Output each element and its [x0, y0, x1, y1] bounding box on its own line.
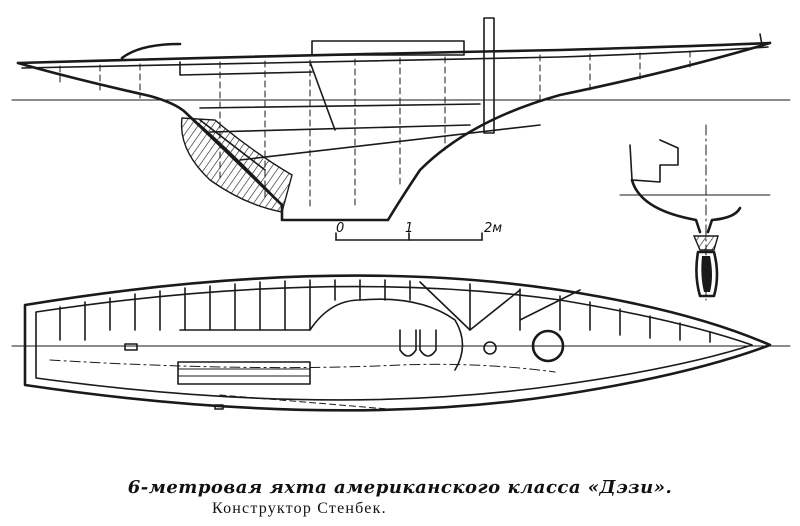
diagonal-brace	[309, 61, 336, 131]
frames	[59, 50, 691, 211]
keelson-line	[239, 124, 541, 161]
section-cabin	[629, 139, 679, 183]
coil-loops	[399, 329, 437, 357]
plan-fitting	[214, 404, 224, 410]
plan-deck-inner	[35, 285, 753, 401]
cockpit	[179, 61, 313, 76]
plan-track	[49, 359, 556, 373]
ballast-keel	[180, 117, 293, 213]
scale-label-1: 1	[405, 221, 413, 236]
mast	[483, 17, 495, 134]
cabin-trunk	[311, 40, 465, 56]
section-ballast-fill	[701, 256, 712, 292]
winch-small	[483, 341, 497, 355]
scale-label-0: 0	[336, 221, 344, 236]
side-elevation	[11, 17, 791, 222]
designer-credit: Конструктор Стенбек.	[212, 500, 387, 517]
rudder	[184, 111, 283, 206]
plan-sheet-line	[219, 394, 401, 411]
plan-fitting	[124, 343, 138, 351]
figure-caption: 6-метровая яхта американского класса «Дэ…	[127, 477, 673, 498]
plan-hull-outer	[23, 274, 772, 412]
plan-view	[11, 274, 791, 412]
scale-label-2m: 2м	[484, 221, 502, 236]
midship-section	[619, 124, 771, 301]
floor-line	[209, 124, 471, 133]
berth-line	[199, 103, 481, 109]
section-keel	[692, 235, 719, 251]
bow-fitting	[759, 33, 771, 46]
tiller	[120, 42, 182, 60]
deck-beams	[59, 279, 711, 343]
plan-brace	[419, 281, 521, 331]
plan-brace	[519, 289, 581, 321]
plan-cockpit	[179, 298, 464, 371]
section-hull	[630, 178, 742, 234]
hull-profile	[16, 41, 772, 222]
section-ballast	[695, 250, 719, 298]
plan-bench	[177, 361, 311, 385]
diagonal-brace	[199, 119, 266, 171]
winch-large	[531, 329, 565, 363]
scale-bar: 0 1 2м	[335, 221, 502, 241]
